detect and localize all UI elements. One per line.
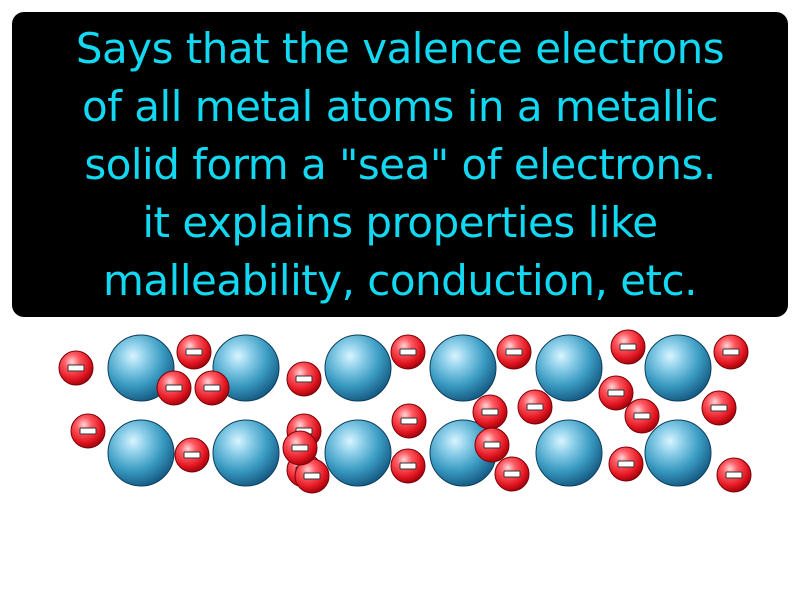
minus-sign [617,460,635,468]
minus-sign [185,348,203,356]
metal-atom [644,334,712,402]
electron [174,437,210,473]
minus-sign [203,384,221,392]
electron [194,370,230,406]
electron [390,334,426,370]
electron [70,413,106,449]
minus-sign [722,348,740,356]
definition-line-1: Says that the valence electrons [75,23,725,73]
electron [713,334,749,370]
metal-atom [324,334,392,402]
electron [608,446,644,482]
electron [496,334,532,370]
electron [716,457,752,493]
metal-atom [212,334,280,402]
minus-sign [79,427,97,435]
electron [58,350,94,386]
minus-sign [710,404,728,412]
metal-atom [429,334,497,402]
electron [624,398,660,434]
metal-atoms [107,334,712,487]
electron [610,329,646,365]
definition-line-3: solid form a "sea" of electrons. [84,139,716,189]
electron [598,375,634,411]
minus-sign [67,364,85,372]
minus-sign [633,412,651,420]
electron [701,390,737,426]
definition-line-5: malleability, conduction, etc. [103,255,697,305]
minus-sign [400,417,418,425]
electron [286,361,322,397]
minus-sign [619,343,637,351]
definition-box: Says that the valence electrons of all m… [12,12,788,317]
definition-line-2: of all metal atoms in a metallic [81,81,719,131]
minus-sign [526,403,544,411]
minus-sign [399,348,417,356]
electron [494,456,530,492]
metal-atom [535,334,603,402]
metal-atom [644,419,712,487]
metal-atom [212,419,280,487]
definition-line-4: it explains properties like [142,197,658,247]
minus-sign [183,451,201,459]
minus-sign [607,389,625,397]
minus-sign [291,444,309,452]
minus-sign [399,462,417,470]
minus-sign [295,375,313,383]
electron [390,448,426,484]
minus-sign [481,408,499,416]
minus-sign [505,348,523,356]
minus-sign [725,471,743,479]
minus-sign [165,384,183,392]
electron-sea-diagram [58,329,752,494]
metal-atom [535,419,603,487]
minus-sign [303,472,321,480]
electron [156,370,192,406]
minus-sign [503,470,521,478]
electron [517,389,553,425]
electron [472,394,508,430]
electron [282,430,318,466]
electron [474,427,510,463]
electron [391,403,427,439]
metal-atom [324,419,392,487]
metal-atom [107,419,175,487]
electrons [58,329,752,494]
electron [176,334,212,370]
minus-sign [483,441,501,449]
